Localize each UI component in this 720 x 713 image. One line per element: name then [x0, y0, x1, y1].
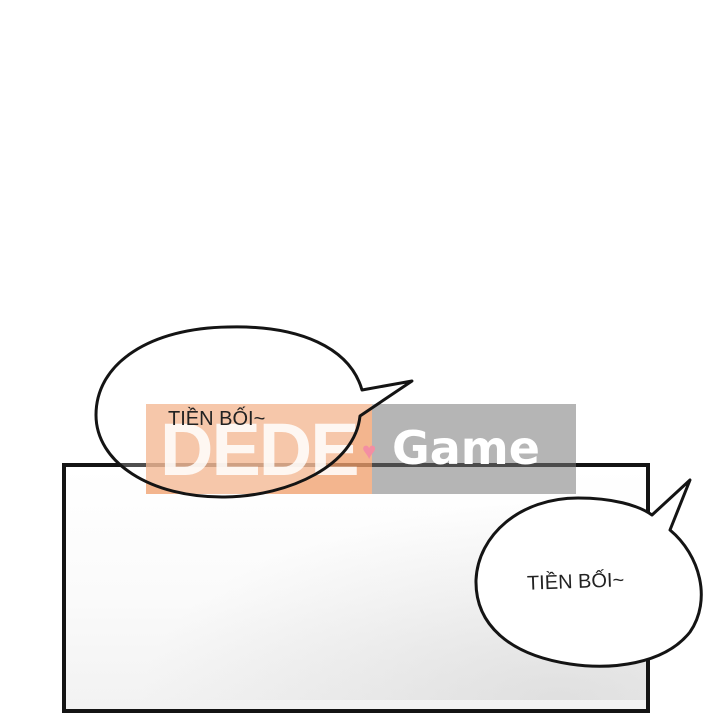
watermark-logo-block	[146, 404, 372, 494]
speech-bubble-2-text: TIỀN BỐI~	[526, 569, 625, 595]
watermark-logo-text: DEDE	[160, 408, 360, 492]
watermark-brand-text: Game	[392, 421, 540, 475]
speech-bubble-1-text: TIỀN BỐI~	[168, 408, 266, 430]
watermark: DEDE ♥ Game	[146, 404, 576, 494]
watermark-brand-block	[372, 404, 576, 494]
speech-bubble-1	[94, 325, 414, 499]
speech-bubble-2	[474, 478, 703, 668]
heart-icon: ♥	[362, 438, 377, 465]
